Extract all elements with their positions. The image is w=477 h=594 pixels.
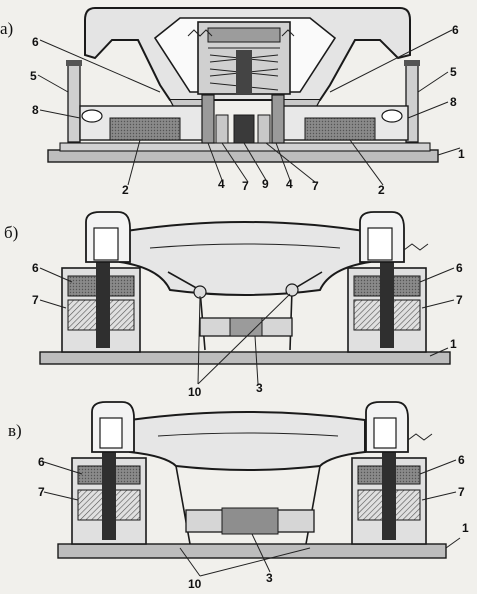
label-a-4-left: 4 (218, 177, 225, 191)
section-label-a: а) (0, 19, 13, 38)
label-b-3: 3 (256, 381, 263, 395)
label-c-6-left: 6 (38, 455, 45, 469)
label-a-5-left: 5 (30, 69, 37, 83)
section-label-c: в) (8, 421, 22, 440)
label-a-2-left: 2 (122, 183, 129, 197)
label-a-6-right: 6 (452, 23, 459, 37)
section-c-drawing (43, 401, 461, 577)
label-b-6-left: 6 (32, 261, 39, 275)
label-a-4-right: 4 (286, 177, 293, 191)
label-a-8-left: 8 (32, 103, 39, 117)
label-c-7-left: 7 (38, 485, 45, 499)
section-b-drawing (39, 211, 455, 385)
label-a-1: 1 (458, 147, 465, 161)
label-a-5-right: 5 (450, 65, 457, 79)
section-a-drawing (37, 7, 461, 186)
section-c-labels: 6 7 6 7 1 10 3 (38, 453, 469, 591)
label-c-1: 1 (462, 521, 469, 535)
label-b-7-left: 7 (32, 293, 39, 307)
label-c-10: 10 (188, 577, 202, 591)
label-c-6-right: 6 (458, 453, 465, 467)
label-a-9: 9 (262, 177, 269, 191)
section-labels: а) б) в) (0, 19, 22, 440)
section-a-labels: 6 5 8 6 5 8 1 2 4 7 9 4 7 2 (30, 23, 465, 197)
label-c-7-right: 7 (458, 485, 465, 499)
label-a-7-right: 7 (312, 179, 319, 193)
label-a-2-right: 2 (378, 183, 385, 197)
label-b-10: 10 (188, 385, 202, 399)
section-label-b: б) (4, 223, 18, 242)
label-a-8-right: 8 (450, 95, 457, 109)
section-b-labels: 6 7 6 7 1 10 3 (32, 261, 463, 399)
label-b-7-right: 7 (456, 293, 463, 307)
label-c-3: 3 (266, 571, 273, 585)
label-b-6-right: 6 (456, 261, 463, 275)
label-b-1: 1 (450, 337, 457, 351)
label-a-7-left: 7 (242, 179, 249, 193)
label-a-6-left: 6 (32, 35, 39, 49)
